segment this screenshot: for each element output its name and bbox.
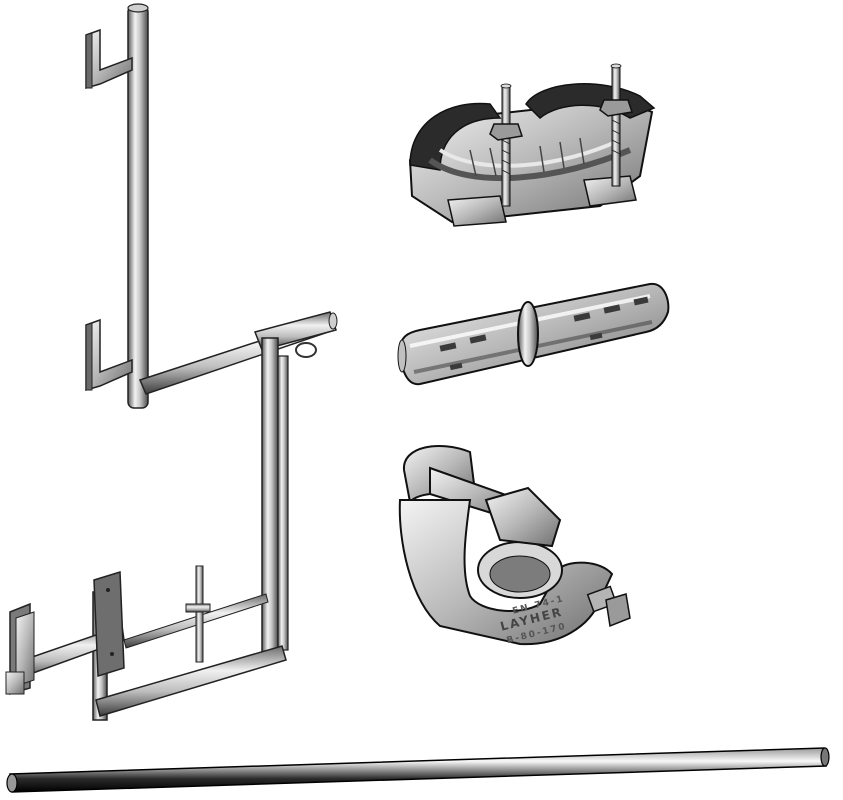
spigot-connector <box>397 282 670 386</box>
half-coupler: EN 74-1 LAYHER B-80-170 <box>398 445 631 646</box>
ladder-access-frame <box>5 3 338 721</box>
scaffold-tube <box>6 747 830 793</box>
double-coupler <box>408 63 656 227</box>
